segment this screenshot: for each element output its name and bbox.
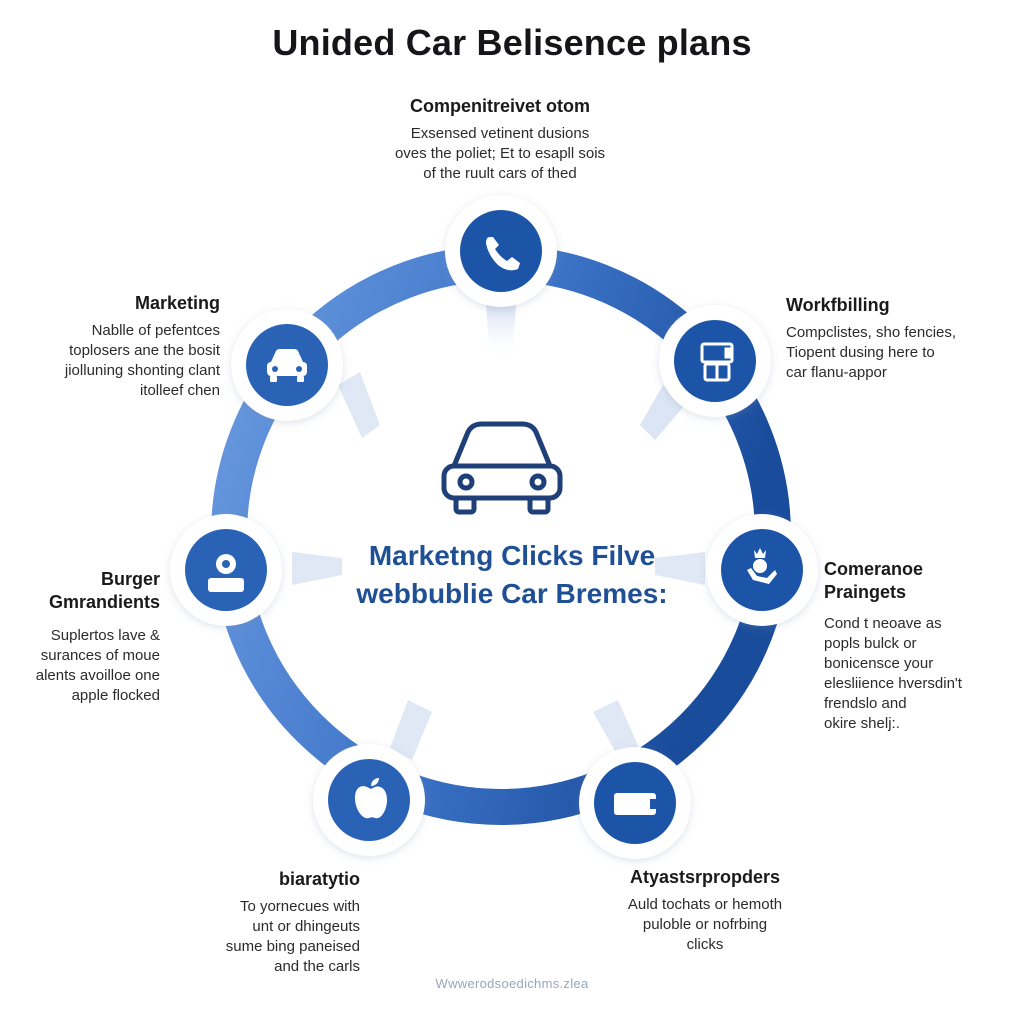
label-upper-right-line: car flanu-appor bbox=[786, 364, 887, 381]
label-right: Comeranoe Praingets Cond t neoave as pop… bbox=[824, 558, 1014, 734]
label-top: Compenitreivet otom Exsensed vetinent du… bbox=[330, 95, 670, 184]
spoke-lower-right bbox=[593, 700, 640, 760]
label-left: Burger Gmrandients Suplertos lave & sura… bbox=[20, 568, 160, 706]
label-upper-right: Workfbilling Compclistes, sho fencies, T… bbox=[786, 294, 996, 383]
label-upper-right-heading: Workfbilling bbox=[786, 295, 890, 315]
spoke-top bbox=[486, 305, 516, 360]
label-right-heading: Praingets bbox=[824, 582, 907, 602]
phone-icon bbox=[486, 237, 520, 271]
label-lower-right-line: Auld tochats or hemoth bbox=[627, 896, 783, 913]
spoke-lower-left bbox=[390, 700, 432, 760]
label-lower-left-line: To yornecues with bbox=[239, 898, 360, 915]
label-left-line: apple flocked bbox=[71, 687, 160, 704]
label-top-heading: Compenitreivet otom bbox=[409, 96, 591, 116]
label-right-line: popls bulck or bbox=[824, 635, 917, 652]
label-right-line: okire shelj:. bbox=[824, 715, 900, 732]
spokes bbox=[292, 305, 705, 760]
center-caption-line: Car Bremes: bbox=[501, 578, 668, 609]
label-left-line: surances of moue bbox=[40, 647, 160, 664]
label-upper-left-heading: Marketing bbox=[134, 293, 220, 313]
label-lower-right-line: clicks bbox=[686, 936, 724, 953]
hand-crown-icon bbox=[747, 548, 777, 584]
spoke-right bbox=[655, 552, 705, 585]
label-right-line: bonicensce your bbox=[824, 655, 934, 672]
label-right-line: frendslo and bbox=[824, 695, 907, 712]
car-icon bbox=[441, 421, 563, 515]
footer-url: Wwwerodsoedichms.zlea bbox=[435, 976, 589, 991]
label-left-heading: Burger bbox=[100, 569, 160, 589]
label-upper-right-line: Tiopent dusing here to bbox=[786, 344, 935, 361]
apple-icon bbox=[355, 778, 387, 819]
label-lower-left: biaratytio To yornecues with unt or dhin… bbox=[170, 868, 360, 977]
label-upper-left-line: jiolluning shonting clant bbox=[64, 362, 220, 379]
label-lower-right: Atyastsrpropders Auld tochats or hemoth … bbox=[600, 866, 810, 955]
label-lower-left-heading: biaratytio bbox=[278, 869, 360, 889]
label-upper-right-line: Compclistes, sho fencies, bbox=[786, 324, 957, 341]
label-lower-left-line: sume bing paneised bbox=[225, 938, 360, 955]
label-top-line: oves the poliet; Et to esapll sois bbox=[394, 145, 606, 162]
node-top bbox=[445, 195, 557, 307]
label-left-line: alents avoilloe one bbox=[35, 667, 160, 684]
label-upper-left-line: toplosers ane the bosit bbox=[69, 342, 220, 359]
label-upper-left-line: itolleef chen bbox=[139, 382, 220, 399]
center-caption-line: Filve webbublie bbox=[356, 540, 656, 609]
spoke-upper-left bbox=[338, 372, 380, 438]
user-icon bbox=[208, 554, 244, 592]
center-caption: Marketng Clicks Filve webbublie Car Brem… bbox=[300, 537, 724, 613]
label-right-heading: Comeranoe bbox=[824, 559, 924, 579]
spoke-left bbox=[292, 552, 342, 585]
label-top-line: Exsensed vetinent dusions bbox=[410, 125, 590, 142]
label-top-line: of the ruult cars of thed bbox=[423, 165, 577, 182]
center-caption-line: Marketng Clicks bbox=[368, 540, 584, 571]
card-icon bbox=[614, 793, 656, 815]
device-icon bbox=[700, 342, 734, 382]
page-title: Unided Car Belisence plans bbox=[272, 22, 752, 63]
label-lower-right-line: puloble or nofrbing bbox=[642, 916, 768, 933]
label-left-heading: Gmrandients bbox=[48, 592, 160, 612]
label-lower-left-line: and the carls bbox=[274, 958, 360, 975]
label-right-line: elesliience hversdin't bbox=[824, 675, 962, 692]
label-upper-left-line: Nablle of pefentces bbox=[91, 322, 220, 339]
car-small-icon bbox=[267, 349, 307, 382]
label-upper-left: Marketing Nablle of pefentces toplosers … bbox=[30, 292, 220, 401]
label-right-line: Cond t neoave as bbox=[824, 615, 942, 632]
label-lower-right-heading: Atyastsrpropders bbox=[629, 867, 781, 887]
label-lower-left-line: unt or dhingeuts bbox=[252, 918, 360, 935]
label-left-line: Suplertos lave & bbox=[50, 627, 160, 644]
